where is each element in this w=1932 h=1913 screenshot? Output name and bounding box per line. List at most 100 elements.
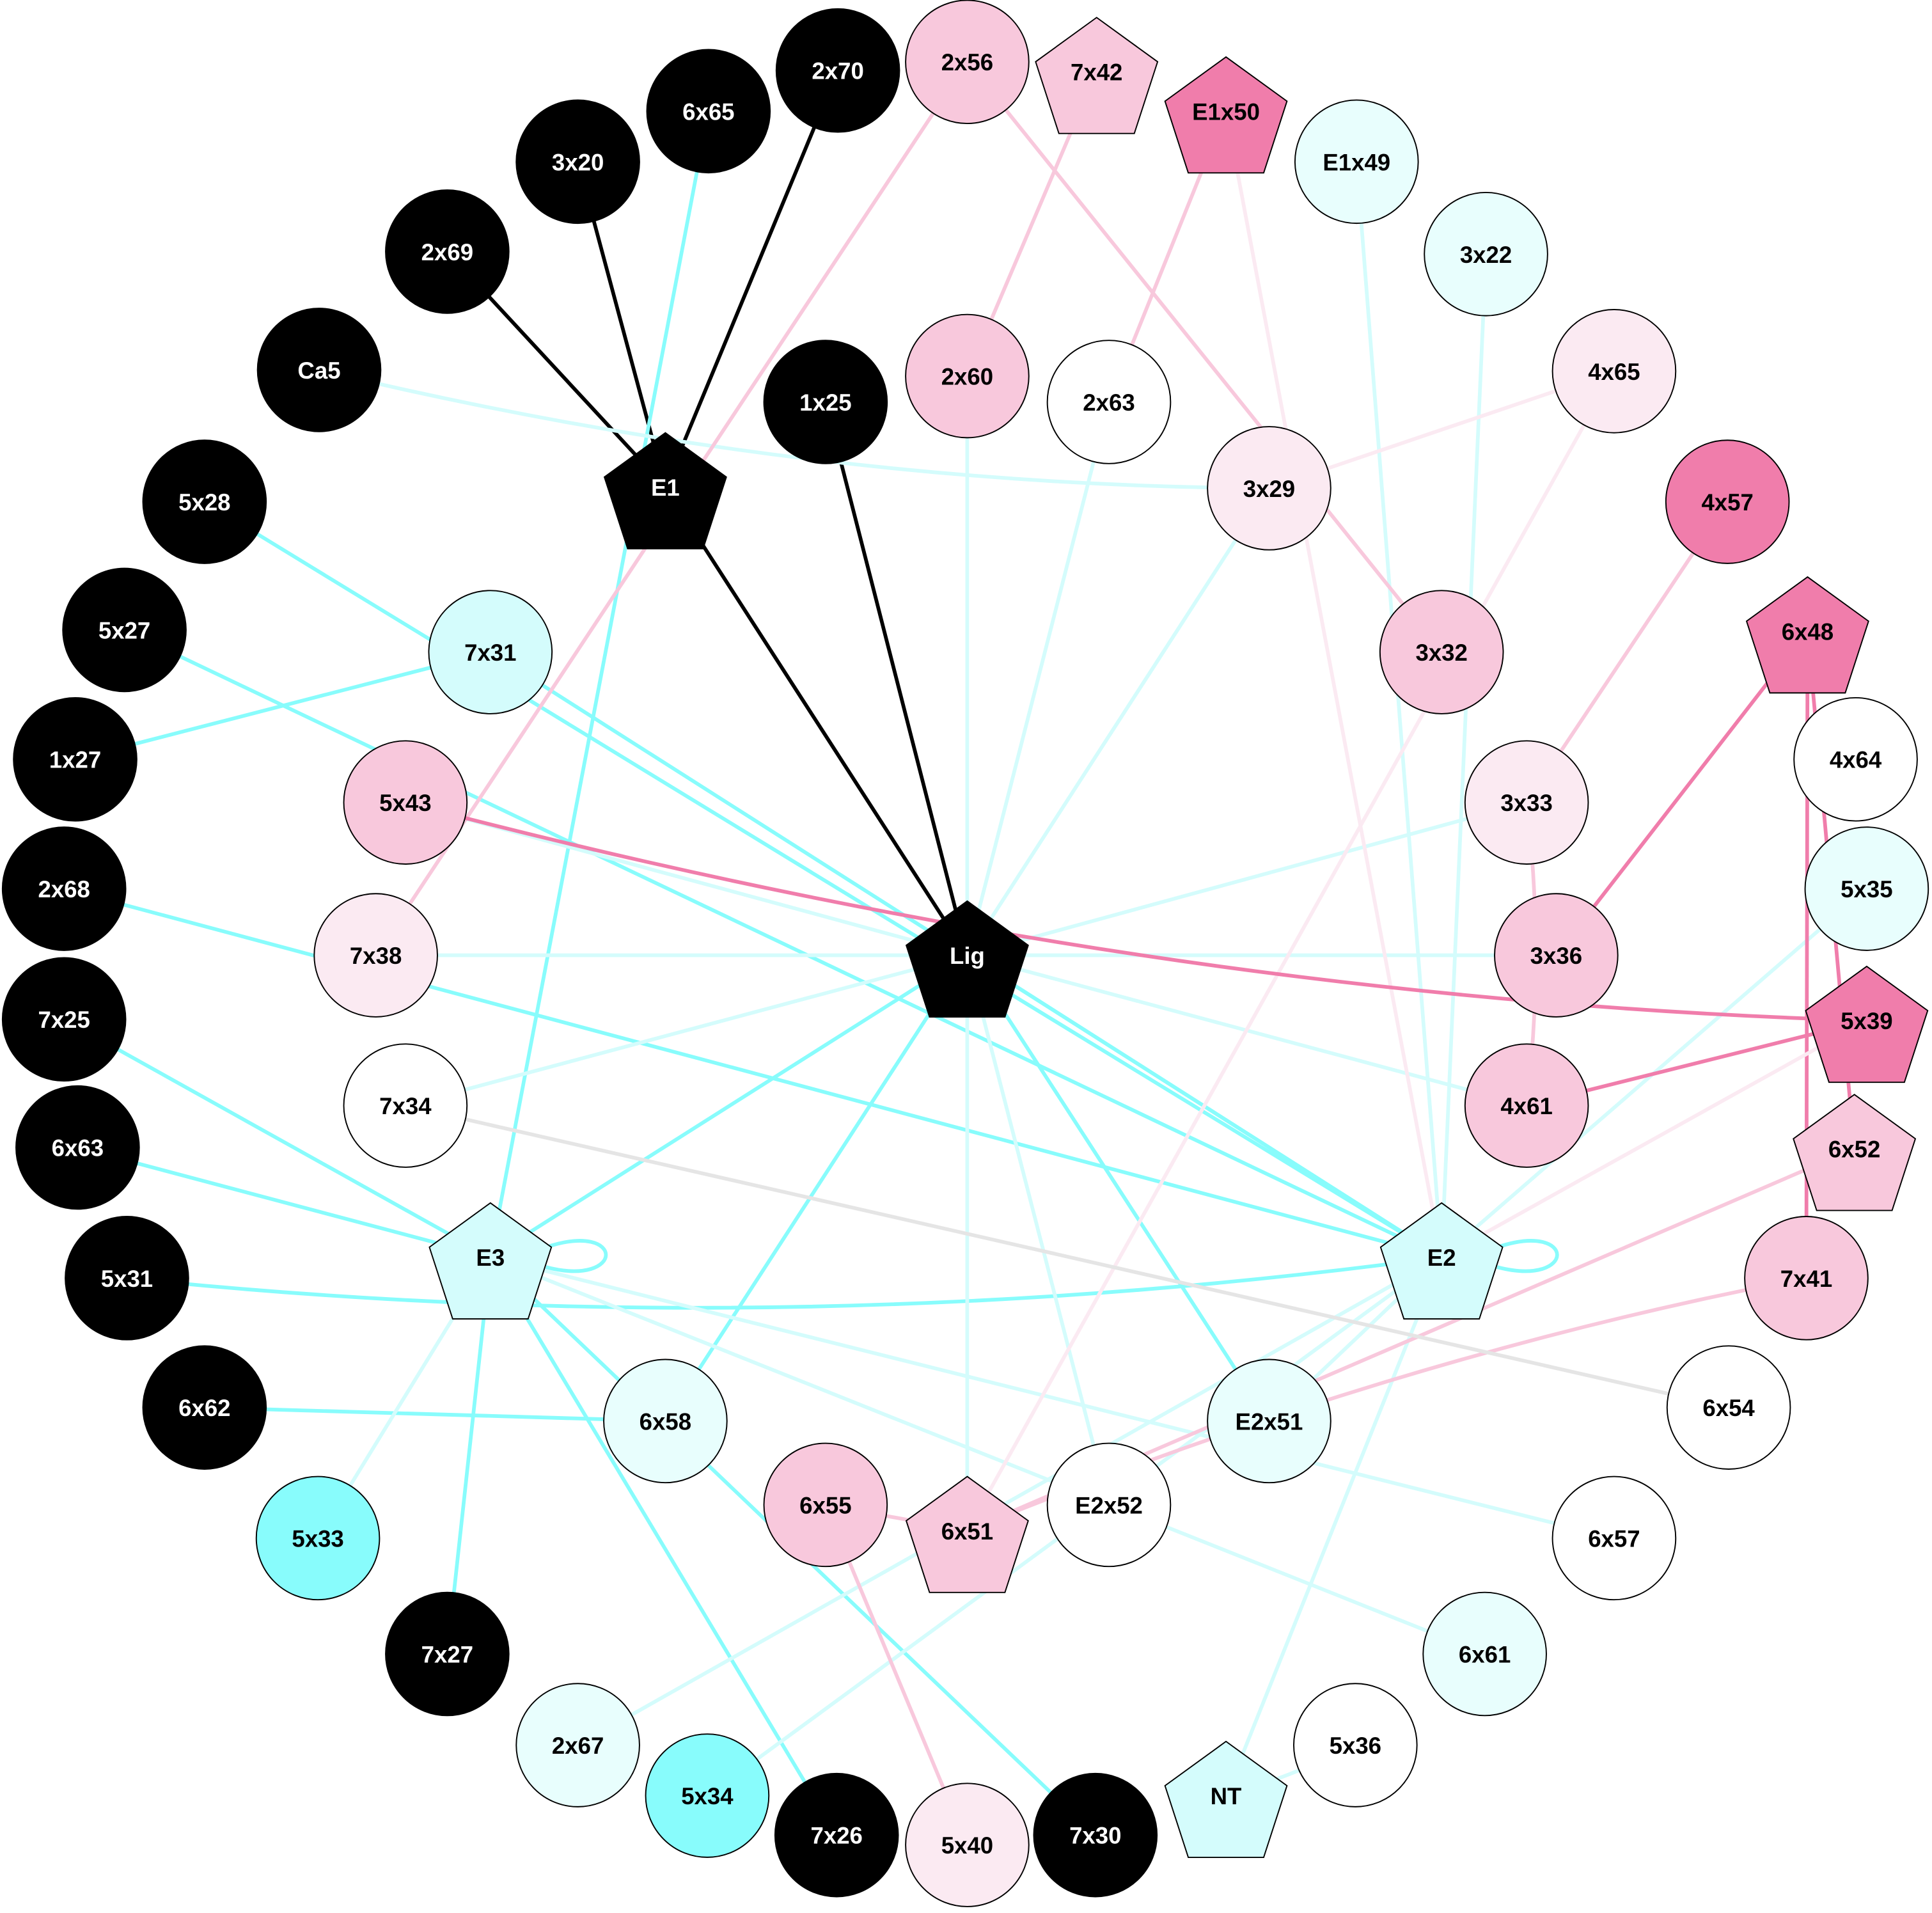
edge-5x28-E2 [203,500,1443,1259]
node-3x32[interactable]: 3x32 [1379,590,1504,714]
circle-node-shape [1207,426,1331,551]
edge-5x27-E2 [123,628,1443,1259]
node-5x39[interactable]: 5x39 [1805,965,1929,1083]
circle-node-shape [1666,1345,1791,1470]
circle-node-shape [775,8,900,133]
node-5x27[interactable]: 5x27 [62,567,187,693]
circle-node-shape [1424,192,1548,317]
node-6x62[interactable]: 6x62 [142,1345,267,1470]
node-label: 6x54 [1702,1395,1755,1421]
node-7x26[interactable]: 7x26 [774,1772,899,1898]
pentagon-node-shape [1164,1740,1288,1859]
node-6x58[interactable]: 6x58 [603,1358,728,1484]
node-label: 7x26 [810,1823,862,1849]
node-5x31[interactable]: 5x31 [65,1216,189,1341]
circle-node-shape [1744,1216,1869,1341]
node-3x36[interactable]: 3x36 [1494,893,1619,1018]
node-7x41[interactable]: 7x41 [1744,1216,1869,1341]
node-6x61[interactable]: 6x61 [1422,1591,1547,1717]
pentagon-node-shape [905,900,1029,1018]
node-label: 7x42 [1071,59,1122,86]
node-7x30[interactable]: 7x30 [1033,1772,1158,1898]
node-7x38[interactable]: 7x38 [313,893,438,1018]
node-Lig[interactable]: Lig [905,900,1029,1018]
edge-Lig-2x63 [965,401,1111,956]
pentagon-node-shape [428,1202,553,1320]
node-7x42[interactable]: 7x42 [1035,17,1159,134]
node-2x70[interactable]: 2x70 [775,8,900,133]
edge-E2-NT [1224,1256,1443,1797]
edge-2x56-3x32 [966,60,1443,654]
edge-3x22-E2 [1440,254,1488,1257]
node-E1x49[interactable]: E1x49 [1294,99,1419,224]
node-5x43[interactable]: 5x43 [343,740,468,865]
node-NT[interactable]: NT [1164,1740,1288,1859]
node-E1[interactable]: E1 [603,432,727,549]
node-2x67[interactable]: 2x67 [515,1683,640,1807]
node-6x57[interactable]: 6x57 [1551,1476,1677,1601]
node-3x29[interactable]: 3x29 [1207,426,1331,551]
node-4x64[interactable]: 4x64 [1793,697,1918,822]
node-label: 3x36 [1530,943,1582,969]
node-7x25[interactable]: 7x25 [1,957,127,1082]
node-6x52[interactable]: 6x52 [1793,1094,1917,1211]
node-E2x52[interactable]: E2x52 [1046,1442,1172,1568]
node-E1x50[interactable]: E1x50 [1164,56,1288,174]
node-4x57[interactable]: 4x57 [1665,439,1790,564]
node-3x33[interactable]: 3x33 [1464,740,1589,865]
node-label: E3 [476,1245,505,1271]
node-5x34[interactable]: 5x34 [645,1733,770,1858]
node-7x27[interactable]: 7x27 [385,1591,510,1717]
node-7x34[interactable]: 7x34 [343,1043,468,1168]
edge-E3-6x57 [490,1255,1615,1540]
circle-node-shape [13,697,137,822]
node-6x54[interactable]: 6x54 [1666,1345,1791,1470]
node-label: Lig [950,943,985,969]
edge-6x65-E3 [488,111,711,1258]
node-E3[interactable]: E3 [428,1202,553,1320]
edge-E3-7x26 [489,1256,838,1836]
node-2x63[interactable]: 2x63 [1046,340,1172,464]
node-5x33[interactable]: 5x33 [255,1476,381,1601]
node-2x69[interactable]: 2x69 [385,189,510,314]
edge-Lig-7x34 [405,953,968,1108]
node-2x60[interactable]: 2x60 [905,313,1030,439]
node-label: 6x51 [941,1518,993,1545]
node-3x20[interactable]: 3x20 [515,99,640,224]
node-2x56[interactable]: 2x56 [905,0,1030,125]
node-label: NT [1211,1783,1242,1809]
edge-7x25-E3 [63,1018,492,1259]
node-4x65[interactable]: 4x65 [1551,309,1677,434]
node-6x51[interactable]: 6x51 [905,1476,1029,1593]
node-label: 5x27 [98,617,150,643]
edge-Lig-E2x51 [966,954,1271,1422]
edge-E2-2x67 [577,1256,1443,1747]
edge-5x39-E2 [1440,1019,1868,1259]
node-5x28[interactable]: 5x28 [142,439,267,564]
edge-E3-7x27 [445,1257,492,1655]
node-label: 1x27 [49,747,101,773]
node-label: 5x36 [1330,1733,1381,1759]
node-3x22[interactable]: 3x22 [1424,192,1548,317]
node-5x40[interactable]: 5x40 [905,1783,1030,1907]
node-5x35[interactable]: 5x35 [1804,826,1929,951]
node-label: 7x41 [1780,1266,1832,1292]
node-label: 2x60 [941,364,993,390]
node-E2[interactable]: E2 [1379,1202,1504,1320]
node-E2x51[interactable]: E2x51 [1207,1358,1331,1484]
edge-Lig-E3 [489,954,968,1259]
node-Ca5[interactable]: Ca5 [256,308,382,432]
node-6x65[interactable]: 6x65 [646,49,771,174]
node-4x61[interactable]: 4x61 [1464,1043,1589,1168]
node-6x48[interactable]: 6x48 [1745,576,1869,694]
node-7x31[interactable]: 7x31 [428,590,553,714]
node-6x63[interactable]: 6x63 [15,1085,140,1210]
node-2x68[interactable]: 2x68 [1,826,127,951]
node-1x25[interactable]: 1x25 [763,340,888,464]
circle-node-shape [1464,1043,1589,1168]
node-6x55[interactable]: 6x55 [763,1442,888,1568]
circle-node-shape [1046,340,1172,464]
node-5x36[interactable]: 5x36 [1293,1683,1418,1807]
circle-node-shape [65,1216,189,1341]
node-1x27[interactable]: 1x27 [13,697,137,822]
